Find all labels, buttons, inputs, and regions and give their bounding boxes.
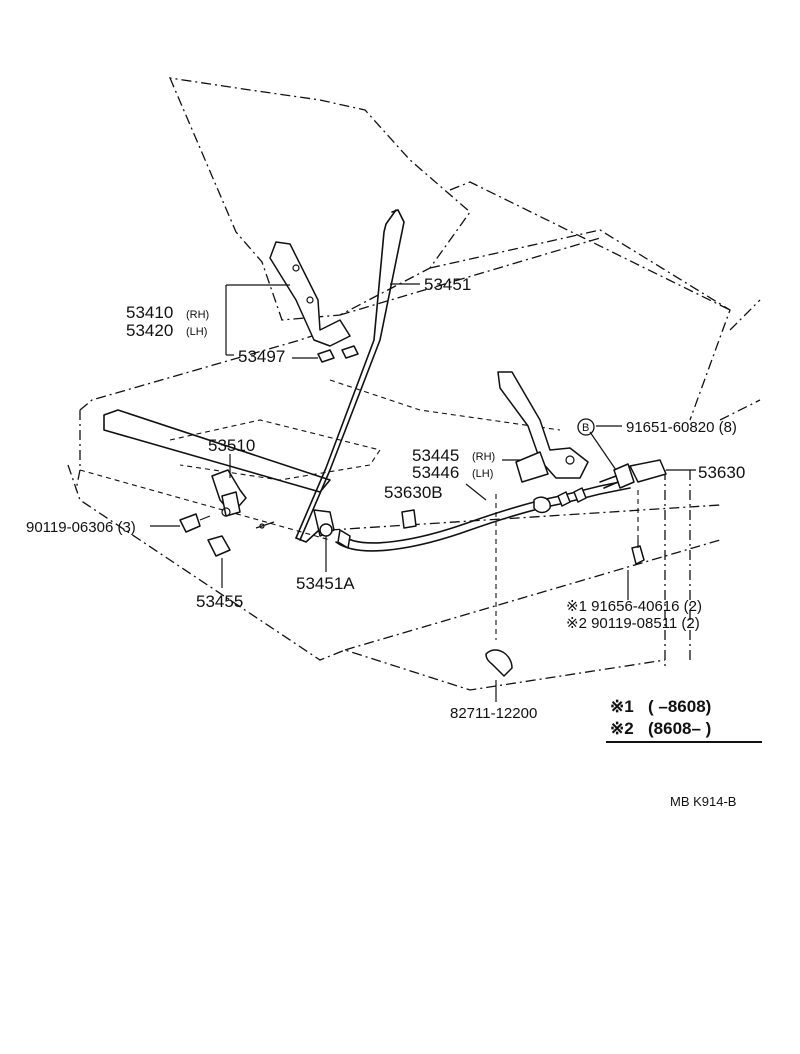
label-53446: 53446: [412, 463, 459, 482]
label-53445-side: (RH): [472, 451, 495, 463]
hood-catch: [207, 535, 231, 557]
label-53630: 53630: [698, 463, 745, 482]
lock-bolts: [179, 513, 211, 533]
note-1-mark: ※1: [610, 697, 634, 716]
label-53455: 53455: [196, 592, 243, 611]
label-53451A: 53451A: [296, 574, 355, 593]
release-lever: [599, 459, 667, 489]
part-labels: 53451 53410 (RH) 53420 (LH) 53497 53510 …: [26, 275, 745, 722]
label-53510: 53510: [208, 436, 255, 455]
hinge-shims: [317, 345, 359, 363]
leader-lines: [150, 283, 696, 702]
label-53630B: 53630B: [384, 483, 443, 502]
lever-screw: [631, 490, 645, 565]
label-53410-side: (RH): [186, 309, 209, 321]
label-53446-side: (LH): [472, 468, 493, 480]
bolt-mark-icon: [577, 418, 595, 436]
label-90119-06306: 90119-06306 (3): [26, 519, 136, 536]
label-53420: 53420: [126, 321, 173, 340]
label-91656: ※1 91656-40616 (2): [566, 598, 702, 615]
release-cable: [335, 479, 631, 552]
applicability-notes: ※1 ( –8608) ※2 (8608– ): [606, 697, 762, 743]
hood-lock: [211, 469, 247, 517]
note-2-mark: ※2: [610, 719, 634, 738]
label-90119-08511: ※2 90119-08511 (2): [566, 615, 700, 632]
hood-hinge-right: [497, 371, 589, 483]
label-53410: 53410: [126, 303, 173, 322]
wire-clamp: [485, 494, 513, 677]
hood-hinge-left: [269, 241, 351, 347]
note-2-range: (8608– ): [648, 719, 711, 738]
label-91651: 91651-60820 (8): [626, 419, 737, 436]
hood-panel: [168, 77, 731, 421]
label-53451: 53451: [424, 275, 471, 294]
label-53445: 53445: [412, 446, 459, 465]
diagram-reference: MB K914-B: [670, 794, 736, 809]
note-1-range: ( –8608): [648, 697, 711, 716]
label-bolt-mark: B: [582, 422, 589, 434]
label-82711: 82711-12200: [450, 705, 537, 722]
vehicle-body: [67, 181, 761, 691]
label-53497: 53497: [238, 347, 285, 366]
label-53420-side: (LH): [186, 326, 207, 338]
rod-end-parts: [255, 509, 335, 537]
